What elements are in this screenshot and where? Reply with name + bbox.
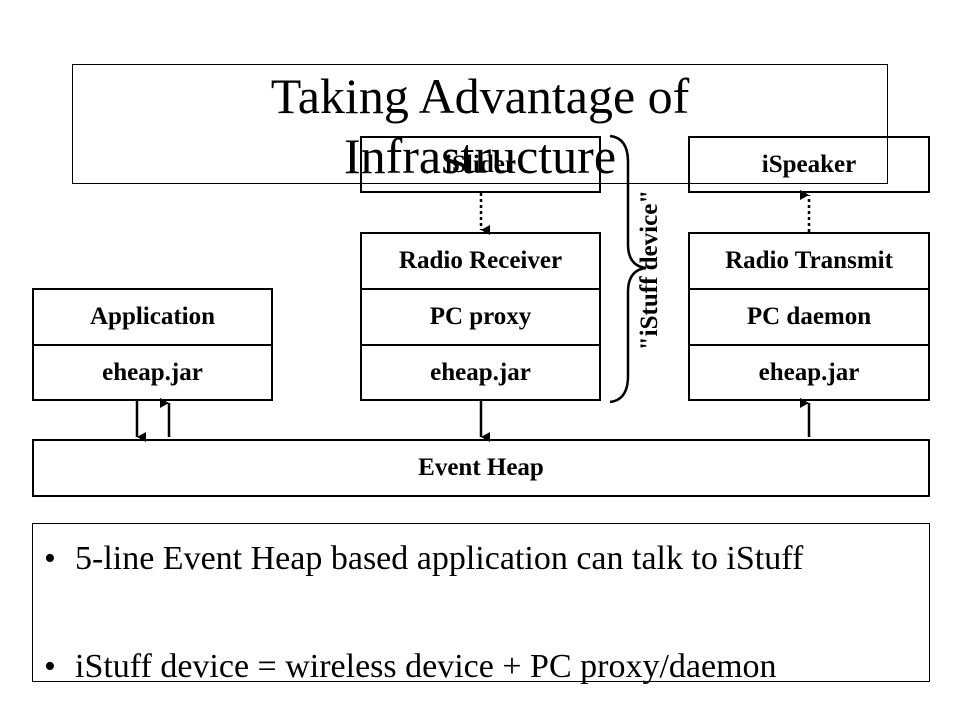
ispeaker-label: iSpeaker — [761, 150, 857, 178]
ispeaker-box: iSpeaker — [688, 136, 930, 193]
radio-transmit-box: Radio Transmit — [688, 232, 930, 290]
islider-label: iSlider — [445, 150, 516, 178]
event-heap-box: Event Heap — [32, 439, 930, 497]
pc-daemon-box: PC daemon — [688, 288, 930, 346]
bullet-marker: • — [44, 648, 56, 685]
title-line-2: Infrastructure — [343, 128, 617, 184]
eheap-app-label: eheap.jar — [102, 358, 203, 386]
radio-transmit-label: Radio Transmit — [725, 247, 893, 274]
page-title: Taking Advantage of Infrastructure — [72, 66, 888, 186]
bullet-text: 5-line Event Heap based application can … — [75, 540, 804, 577]
application-label: Application — [89, 303, 216, 330]
eheap-proxy-box: eheap.jar — [360, 344, 601, 401]
istuff-brace — [609, 134, 647, 404]
eheap-daemon-box: eheap.jar — [688, 344, 930, 401]
eheap-app-box: eheap.jar — [32, 344, 273, 401]
radio-receiver-box: Radio Receiver — [360, 232, 601, 290]
pc-proxy-box: PC proxy — [360, 288, 601, 346]
eheap-proxy-label: eheap.jar — [430, 358, 531, 386]
radio-receiver-label: Radio Receiver — [398, 247, 563, 274]
pc-proxy-label: PC proxy — [429, 303, 532, 330]
bullets-frame — [32, 523, 930, 682]
eheap-daemon-label: eheap.jar — [758, 358, 860, 386]
bullet-marker: • — [44, 540, 56, 577]
pc-daemon-label: PC daemon — [746, 303, 872, 330]
bullet-text: iStuff device = wireless device + PC pro… — [75, 648, 777, 685]
title-line-1: Taking Advantage of — [270, 68, 690, 124]
title-frame — [72, 64, 888, 184]
event-heap-label: Event Heap — [418, 454, 544, 481]
application-box: Application — [32, 288, 273, 346]
